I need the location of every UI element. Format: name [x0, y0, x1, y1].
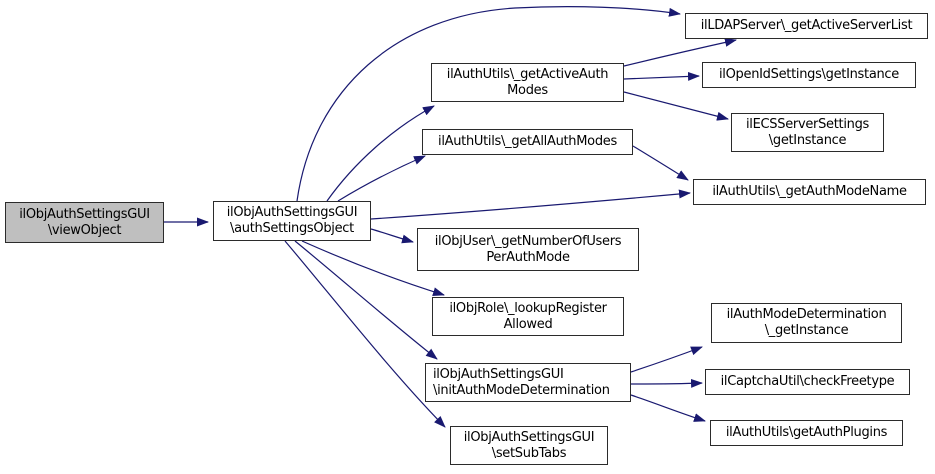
graph-node-getAuthModeName[interactable]: ilAuthUtils\_getAuthModeName — [693, 179, 926, 205]
edge-getAllAuthModes-to-getAuthModeName — [632, 145, 689, 181]
graph-node-getAuthPlugins[interactable]: ilAuthUtils\getAuthPlugins — [710, 420, 903, 446]
node-label-line: \authSettingsObject — [230, 221, 354, 236]
edge-getActiveAuthModes-to-ecsGetInstance — [623, 91, 729, 121]
edge-authSettingsObject-to-initAuthModeDetermination — [294, 240, 438, 360]
node-label-line: ilAuthUtils\_getAuthModeName — [712, 184, 907, 199]
node-label-line: ilECSServerSettings — [745, 116, 870, 132]
edge-initAuthModeDetermination-to-getAuthPlugins — [630, 394, 706, 422]
node-label-line: ilOpenIdSettings\getInstance — [719, 67, 899, 82]
node-label-line: \getInstance — [768, 132, 847, 148]
node-label-line: ilObjAuthSettingsGUI — [463, 429, 595, 445]
node-label-line: ilObjRole\_lookupRegister — [449, 300, 607, 316]
node-label-line: Modes — [507, 82, 548, 98]
node-label-line: ilAuthUtils\getAuthPlugins — [725, 425, 888, 440]
edge-getActiveAuthModes-to-openIdGetInstance — [623, 71, 700, 81]
node-label-line: PerAuthMode — [486, 249, 570, 265]
node-label-line: ilAuthUtils\_getAllAuthModes — [438, 134, 617, 149]
graph-node-getAllAuthModes[interactable]: ilAuthUtils\_getAllAuthModes — [422, 129, 633, 155]
node-label-line: ilAuthUtils\_getActiveAuth — [446, 66, 609, 82]
node-label-line: Allowed — [503, 316, 553, 332]
graph-node-viewObject: ilObjAuthSettingsGUI\viewObject — [5, 202, 164, 243]
edge-authSettingsObject-to-setSubTabs — [284, 240, 446, 428]
edge-getActiveAuthModes-to-getActiveServerList — [623, 37, 737, 67]
graph-node-authModeDetGetInstance[interactable]: ilAuthModeDetermination\_getInstance — [711, 303, 902, 343]
edge-initAuthModeDetermination-to-checkFreetype — [630, 378, 703, 388]
edge-authSettingsObject-to-getActiveAuthModes — [326, 105, 435, 202]
edge-authSettingsObject-to-getNumberOfUsersPerAuthMode — [370, 228, 414, 244]
node-label-line: ilObjAuthSettingsGUI — [226, 205, 358, 220]
node-label-line: \initAuthModeDetermination — [433, 382, 610, 398]
node-label-line: ilObjAuthSettingsGUI — [433, 366, 564, 382]
node-label-line: \_getInstance — [764, 323, 849, 338]
node-label-line: ilLDAPServer\_getActiveServerList — [700, 18, 913, 33]
edge-authSettingsObject-to-getAllAuthModes — [337, 155, 426, 202]
graph-node-initAuthModeDetermination[interactable]: ilObjAuthSettingsGUI\initAuthModeDetermi… — [425, 363, 631, 402]
node-label-line: ilObjAuthSettingsGUI — [19, 206, 150, 222]
graph-node-openIdGetInstance[interactable]: ilOpenIdSettings\getInstance — [702, 62, 916, 88]
graph-node-authSettingsObject[interactable]: ilObjAuthSettingsGUI\authSettingsObject — [213, 201, 371, 241]
graph-node-getActiveServerList[interactable]: ilLDAPServer\_getActiveServerList — [685, 13, 928, 39]
edge-authSettingsObject-to-lookupRegisterAllowed — [301, 240, 445, 297]
node-label-line: ilCaptchaUtil\checkFreetype — [720, 374, 895, 389]
node-label-line: \viewObject — [47, 222, 122, 238]
graph-node-checkFreetype[interactable]: ilCaptchaUtil\checkFreetype — [705, 369, 910, 395]
node-label-line: \setSubTabs — [491, 445, 567, 461]
graph-node-ecsGetInstance[interactable]: ilECSServerSettings\getInstance — [731, 113, 884, 152]
graph-node-setSubTabs[interactable]: ilObjAuthSettingsGUI\setSubTabs — [450, 426, 608, 465]
node-label-line: ilObjUser\_getNumberOfUsers — [434, 233, 622, 249]
edge-authSettingsObject-to-getAuthModeName — [370, 189, 691, 220]
node-label-line: ilAuthModeDetermination — [726, 307, 887, 322]
edge-initAuthModeDetermination-to-authModeDetGetInstance — [630, 346, 703, 373]
edge-authSettingsObject-to-getActiveServerList — [296, 6, 681, 202]
